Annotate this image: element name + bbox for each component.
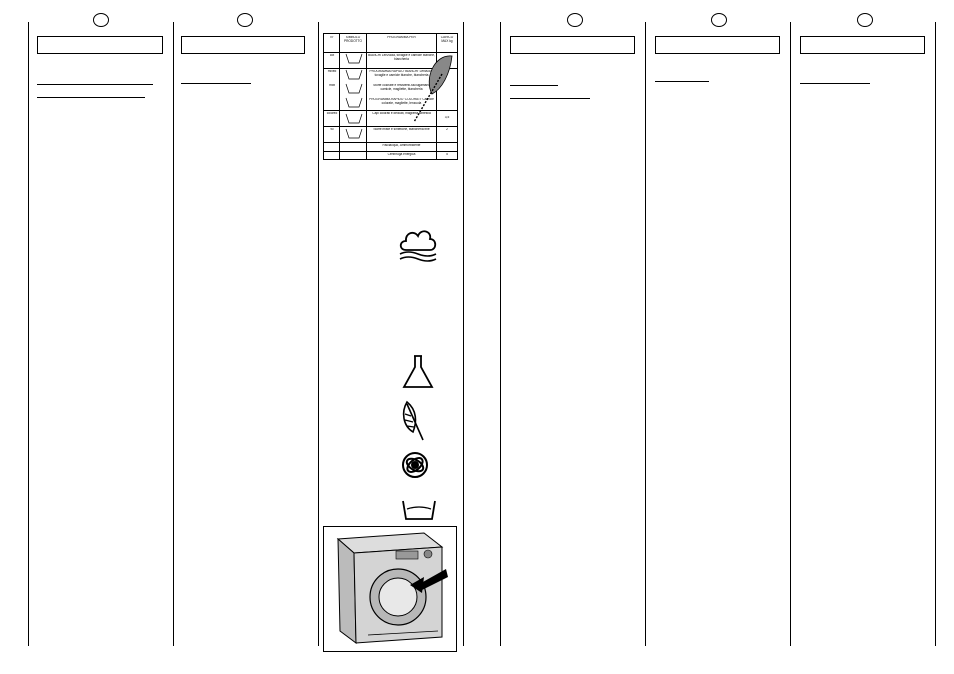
table-row-2-desc: PROGRAMMA RAPIDO 'BIANCHI' Lenzuola, tov… <box>369 70 434 77</box>
title-underline-5a <box>510 85 558 86</box>
table-row-3-n: mixt <box>329 84 335 87</box>
table-row-4-desc: PROGRAMMA RAPIDO 'COLORATI' Camicie colo… <box>369 98 434 105</box>
table-row-6-max: 2 <box>446 128 448 131</box>
language-badge-7 <box>857 13 873 27</box>
table-header-max: CARICO MAX kg <box>440 36 454 43</box>
table-row-7-desc: Risciacquo, Ammorbidente <box>382 144 421 147</box>
column-divider-3 <box>318 22 319 646</box>
wool-skein-icon <box>402 452 428 478</box>
column-divider-1 <box>28 22 29 646</box>
basin-icon <box>402 500 436 520</box>
table-row-5-n: colored <box>326 112 338 115</box>
column-divider-7 <box>790 22 791 646</box>
column-divider-6 <box>645 22 646 646</box>
table-row-8-max: 5 <box>446 153 448 156</box>
washing-machine-photo <box>323 526 457 652</box>
title-underline-6 <box>655 81 709 82</box>
section-header-box-2 <box>181 36 305 54</box>
language-badge-5 <box>567 13 583 27</box>
table-row-2-n: mixed <box>327 70 337 73</box>
table-row-6-n: wl <box>330 128 334 131</box>
table-header-symbol: SIMBOLO PRODOTTO <box>343 36 362 43</box>
wash-symbols <box>345 53 453 139</box>
language-badge-1 <box>93 13 109 27</box>
section-header-box-5 <box>510 36 635 54</box>
section-header-box-1 <box>37 36 163 54</box>
table-row-5-desc: Capi colorati e delicati, maglieria sint… <box>372 112 431 115</box>
table-row-1-desc: BIANCHI Lenzuola, tovaglie e camicie bia… <box>368 54 435 61</box>
title-underline-1b <box>37 97 145 98</box>
title-underline-5b <box>510 98 590 99</box>
section-header-box-7 <box>800 36 925 54</box>
steam-cloud-icon <box>399 230 437 262</box>
title-underline-1a <box>37 84 153 85</box>
title-underline-7 <box>800 83 870 84</box>
table-header-program: PROGRAMMA PER <box>387 36 416 39</box>
column-divider-2 <box>173 22 174 646</box>
column-divider-4 <box>463 22 464 646</box>
table-header-n: N° <box>330 36 334 39</box>
feather-icon <box>402 400 424 441</box>
column-divider-8 <box>935 22 936 646</box>
language-badge-6 <box>711 13 727 27</box>
table-row-1-n: cot <box>329 54 335 57</box>
column-divider-5 <box>500 22 501 646</box>
language-badge-2 <box>237 13 253 27</box>
section-header-box-6 <box>655 36 780 54</box>
title-underline-2 <box>181 83 251 84</box>
table-row-5-max: 3,5 <box>444 116 450 119</box>
program-table: N° SIMBOLO PRODOTTO PROGRAMMA PER CARICO… <box>323 33 458 160</box>
table-row-3-desc: Stoffe colorate e resistenti Asciugamani… <box>373 84 430 91</box>
table-feather-icon <box>428 55 453 95</box>
flask-icon <box>402 355 434 388</box>
table-row-8-desc: Centrifuga energica <box>387 153 416 156</box>
table-row-6-desc: Stoffe miste e sintetiche, biancheria fi… <box>373 128 430 131</box>
